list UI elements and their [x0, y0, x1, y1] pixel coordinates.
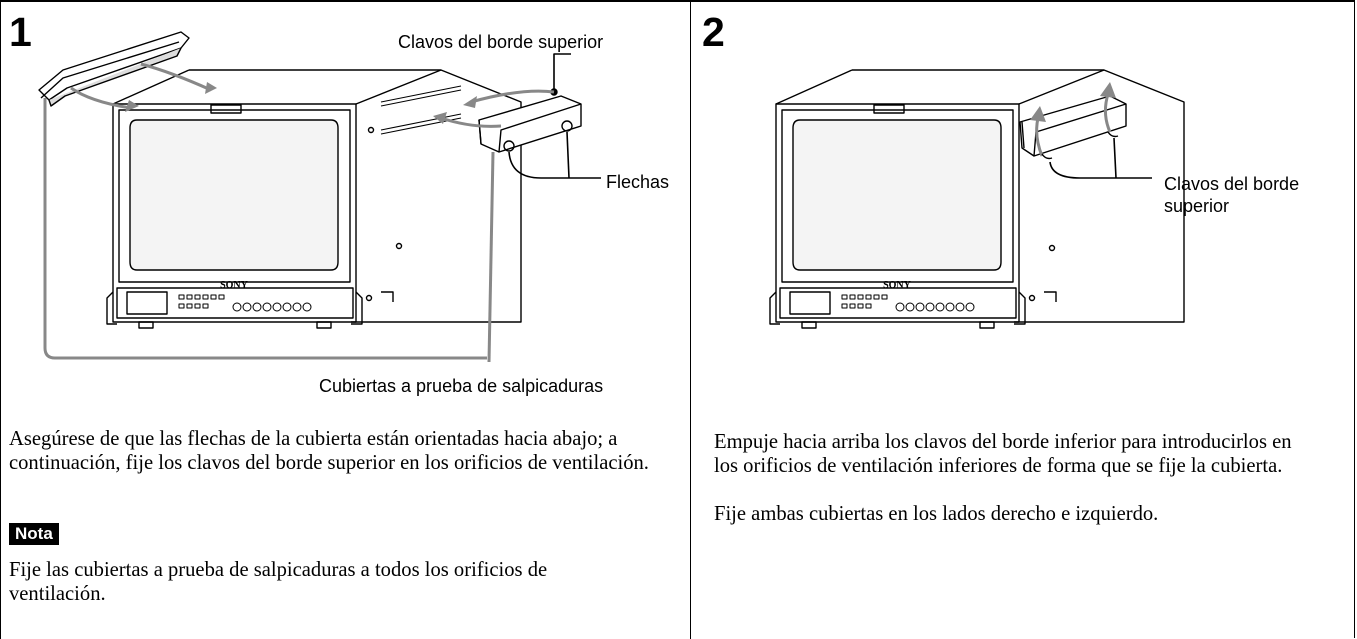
monitor-side-outline	[189, 69, 522, 323]
step-2-instruction: Empuje hacia arriba los clavos del borde…	[714, 431, 1292, 477]
step-2-number: 2	[702, 9, 725, 55]
callout-top-pins-2-line2: superior	[1164, 196, 1230, 216]
loose-cover-left	[38, 31, 190, 101]
step-1-illustration: SONY	[38, 31, 601, 363]
brand-logo-2: SONY	[883, 280, 912, 291]
monitor-front	[112, 103, 357, 323]
crt-screen-2	[792, 119, 1002, 271]
step-2-panel: 2	[690, 2, 1354, 639]
step-1-number: 1	[9, 9, 32, 55]
step-1-instruction: Asegúrese de que las flechas de la cubie…	[9, 428, 649, 474]
callout-top-pins: Clavos del borde superior	[398, 32, 604, 52]
monitor-front-2	[775, 103, 1020, 323]
mounted-cover-right	[478, 95, 582, 153]
callout-top-pins-2-line1: Clavos del borde	[1164, 174, 1300, 194]
callout-covers: Cubiertas a prueba de salpicaduras	[319, 376, 604, 396]
brand-logo-1: SONY	[220, 280, 249, 291]
callout-arrows: Flechas	[606, 172, 670, 192]
step-2-illustration: SONY	[769, 69, 1185, 329]
note-text: Fije las cubiertas a prueba de salpicadu…	[9, 559, 548, 605]
note-badge: Nota	[9, 523, 59, 545]
step-1-panel: 1	[0, 2, 691, 639]
step-2-instruction-2: Fije ambas cubiertas en los lados derech…	[714, 503, 1159, 525]
crt-screen	[129, 119, 339, 271]
